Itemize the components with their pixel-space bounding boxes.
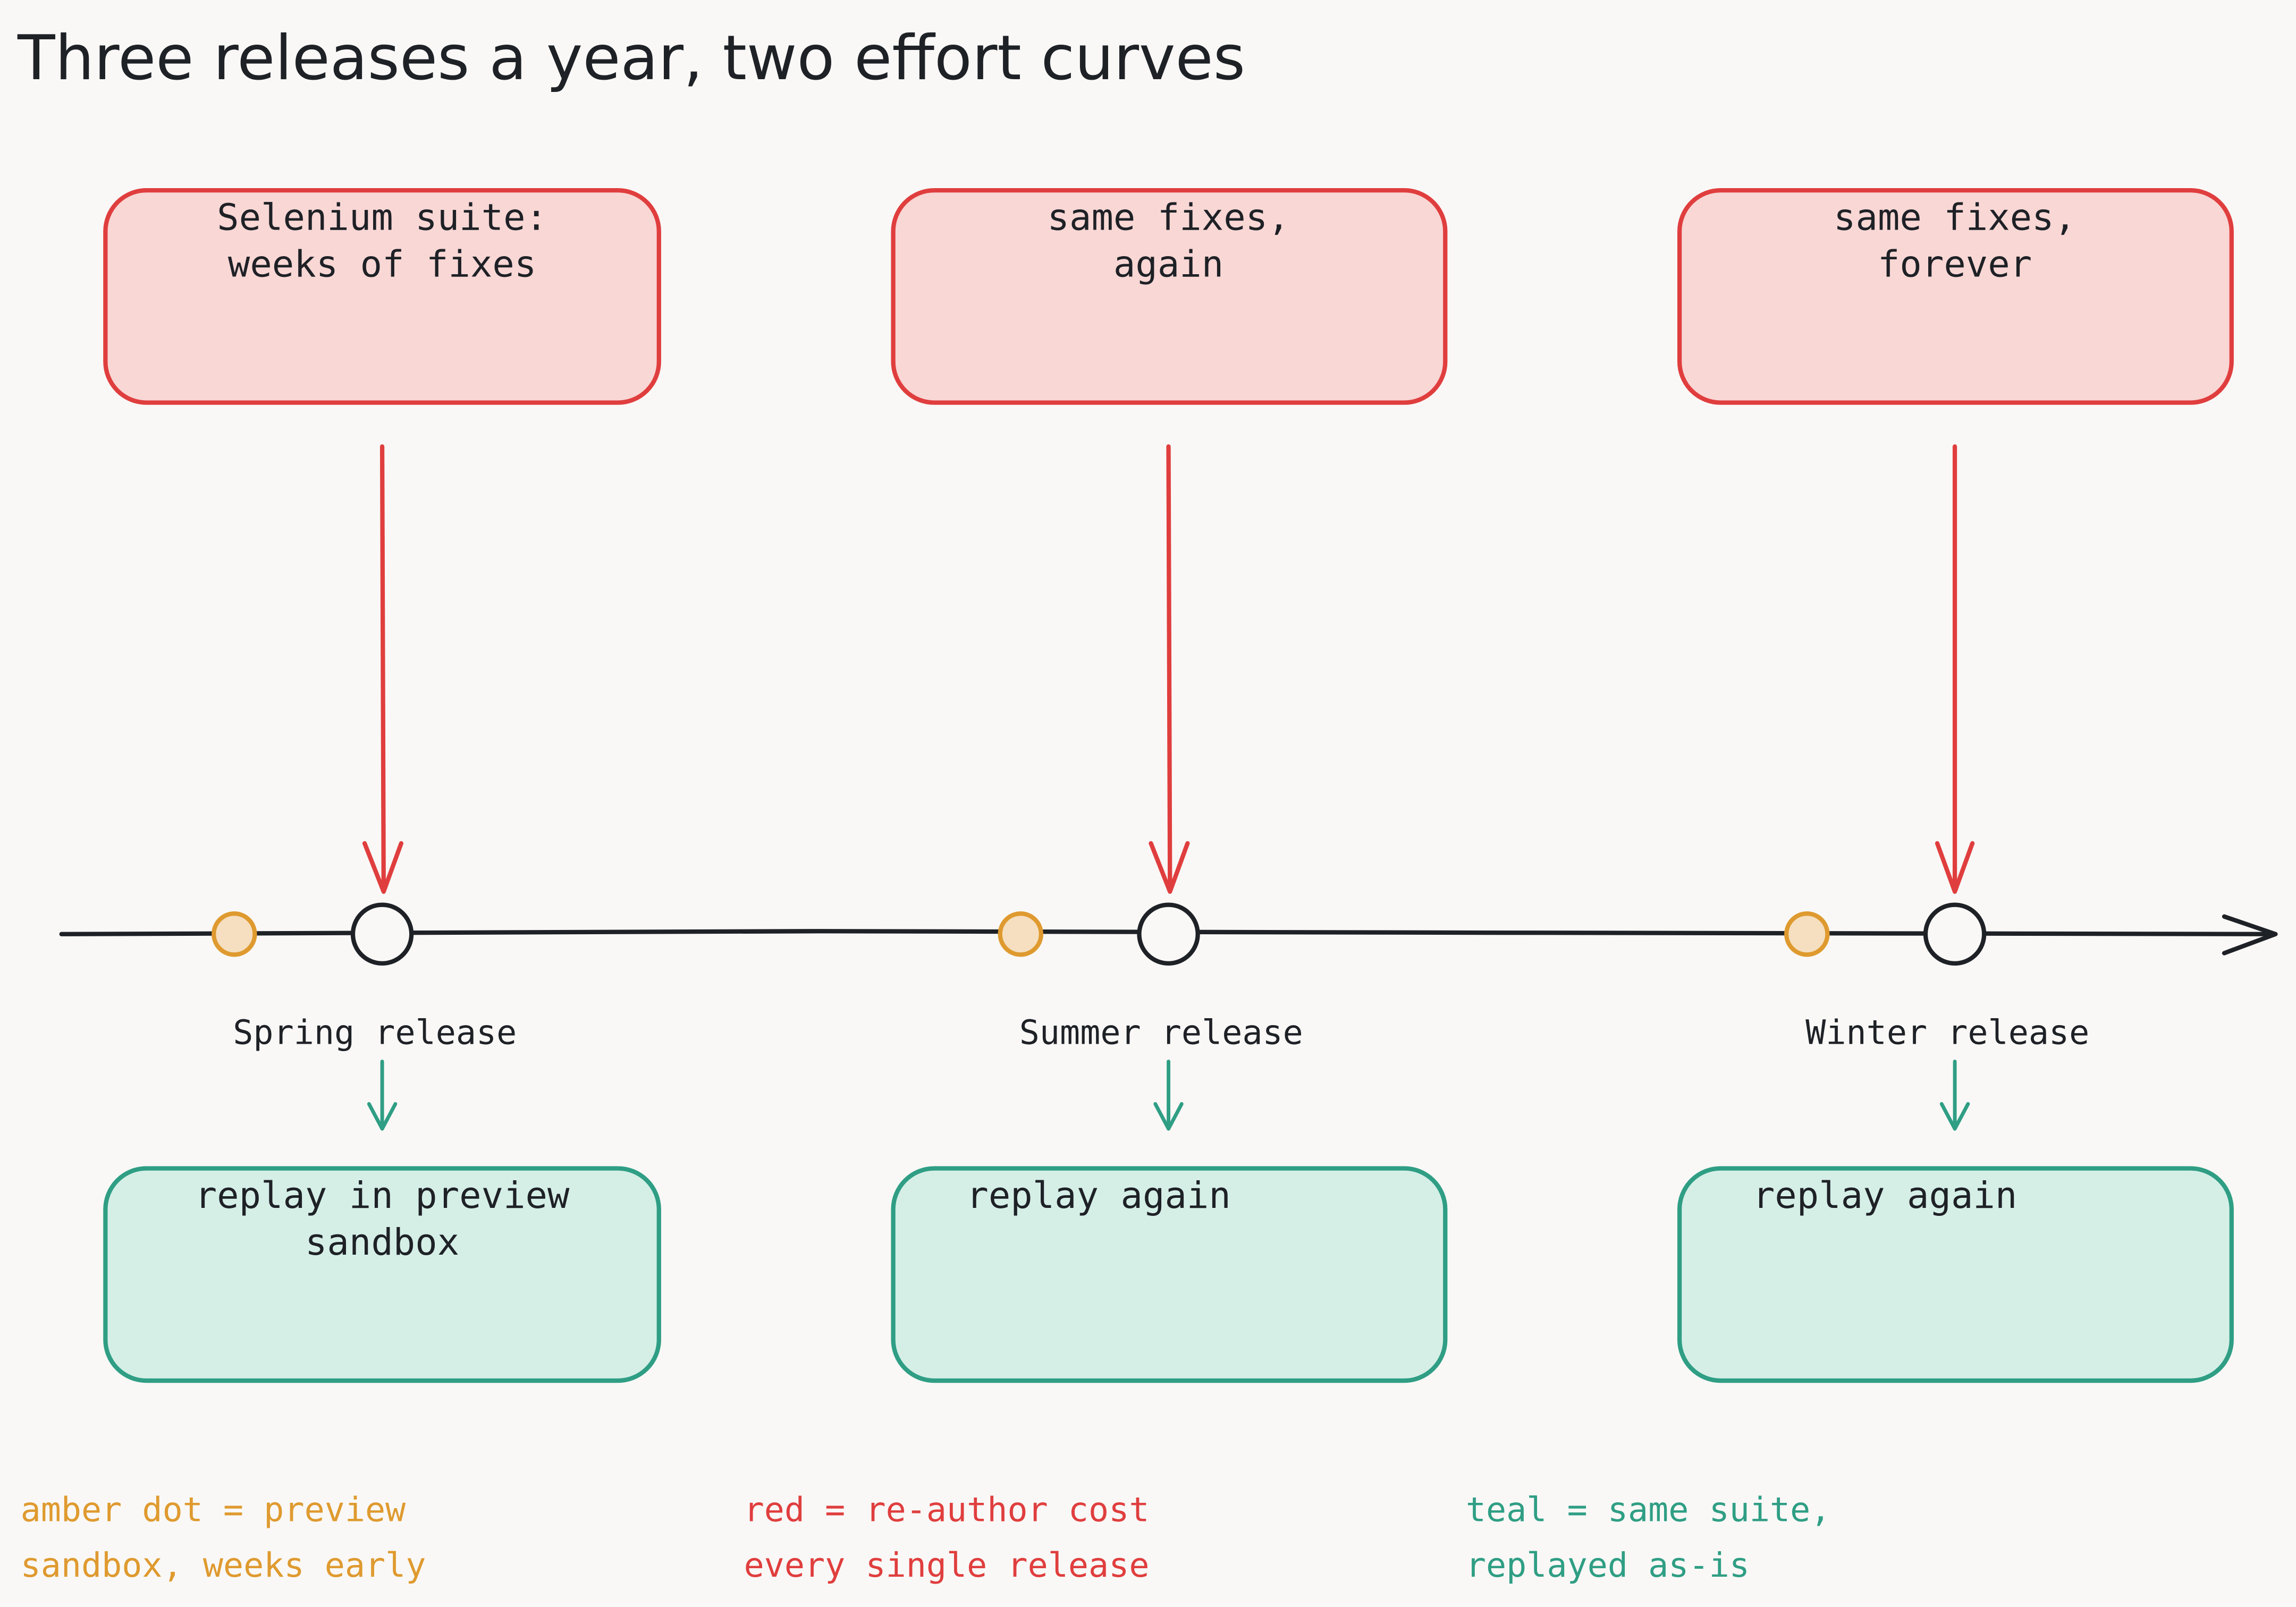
cost-box-line: same fixes,: [1048, 197, 1290, 239]
cost-box-line: same fixes,: [1834, 197, 2076, 239]
release-label-winter: Winter release: [1805, 1012, 2089, 1052]
cost-arrow-shaft: [1166, 444, 1172, 893]
cost-arrow-shaft: [379, 444, 386, 893]
release-marker-summer: [1137, 902, 1200, 966]
cost-arrow-head: [362, 841, 404, 894]
cost-box-frame: [891, 188, 1448, 405]
replay-box-line: replay again: [1753, 1174, 2017, 1217]
release-label-summer: Summer release: [1019, 1012, 1303, 1052]
legend-line: teal = same suite,: [1466, 1490, 1831, 1529]
cost-box-line: again: [1113, 243, 1223, 286]
legend-line: amber dot = preview: [21, 1490, 407, 1529]
timeline-arrowhead: [2222, 914, 2278, 955]
cost-box-winter: same fixes, forever: [1677, 188, 2234, 405]
preview-dot-winter: [1784, 911, 1830, 957]
replay-arrow-spring: [367, 1060, 398, 1131]
legend-amber: amber dot = preview sandbox, weeks early: [21, 1490, 426, 1585]
preview-dot-spring: [212, 911, 257, 957]
replay-box-summer: replay again: [891, 1166, 1448, 1383]
replay-box-frame: [891, 1166, 1448, 1383]
timeline: [59, 902, 2278, 966]
replay-box-line: replay again: [966, 1174, 1230, 1217]
cost-box-frame: [103, 188, 661, 405]
cost-arrow-head: [1935, 841, 1975, 894]
replay-arrow-winter: [1939, 1060, 1970, 1131]
cost-box-spring: Selenium suite: weeks of fixes: [103, 188, 661, 405]
cost-arrow-spring: [362, 444, 404, 894]
legend-teal: teal = same suite, replayed as-is: [1466, 1490, 1831, 1585]
replay-arrow-head: [367, 1102, 398, 1131]
legend-line: every single release: [744, 1545, 1150, 1585]
replay-box-line: replay in preview: [195, 1174, 570, 1217]
legend-red: red = re-author cost every single releas…: [744, 1490, 1150, 1585]
release-marker-winter: [1923, 902, 1987, 966]
replay-box-frame: [103, 1166, 661, 1383]
replay-arrow-head: [1153, 1102, 1184, 1131]
legend-line: replayed as-is: [1466, 1545, 1750, 1585]
replay-arrow-summer: [1153, 1060, 1184, 1131]
legend: amber dot = preview sandbox, weeks early…: [21, 1490, 1831, 1585]
replay-box-line: sandbox: [305, 1221, 459, 1264]
cost-box-line: forever: [1878, 243, 2032, 286]
legend-line: red = re-author cost: [744, 1490, 1150, 1529]
cost-box-summer: same fixes, again: [891, 188, 1448, 405]
replay-box-frame: [1677, 1166, 2234, 1383]
cost-box-line: Selenium suite:: [217, 197, 547, 239]
cost-arrow-head: [1149, 841, 1190, 894]
cost-box-frame: [1677, 188, 2234, 405]
release-label-spring: Spring release: [233, 1012, 517, 1052]
replay-arrow-head: [1939, 1102, 1970, 1131]
preview-dot-summer: [998, 911, 1044, 957]
release-marker-spring: [350, 902, 414, 966]
diagram-title: Three releases a year, two effort curves: [17, 23, 1245, 94]
cost-arrow-summer: [1149, 444, 1190, 894]
legend-line: sandbox, weeks early: [21, 1545, 426, 1585]
replay-box-winter: replay again: [1677, 1166, 2234, 1383]
cost-arrow-winter: [1935, 444, 1975, 894]
cost-box-line: weeks of fixes: [228, 243, 536, 286]
replay-box-spring: replay in preview sandbox: [103, 1166, 661, 1383]
